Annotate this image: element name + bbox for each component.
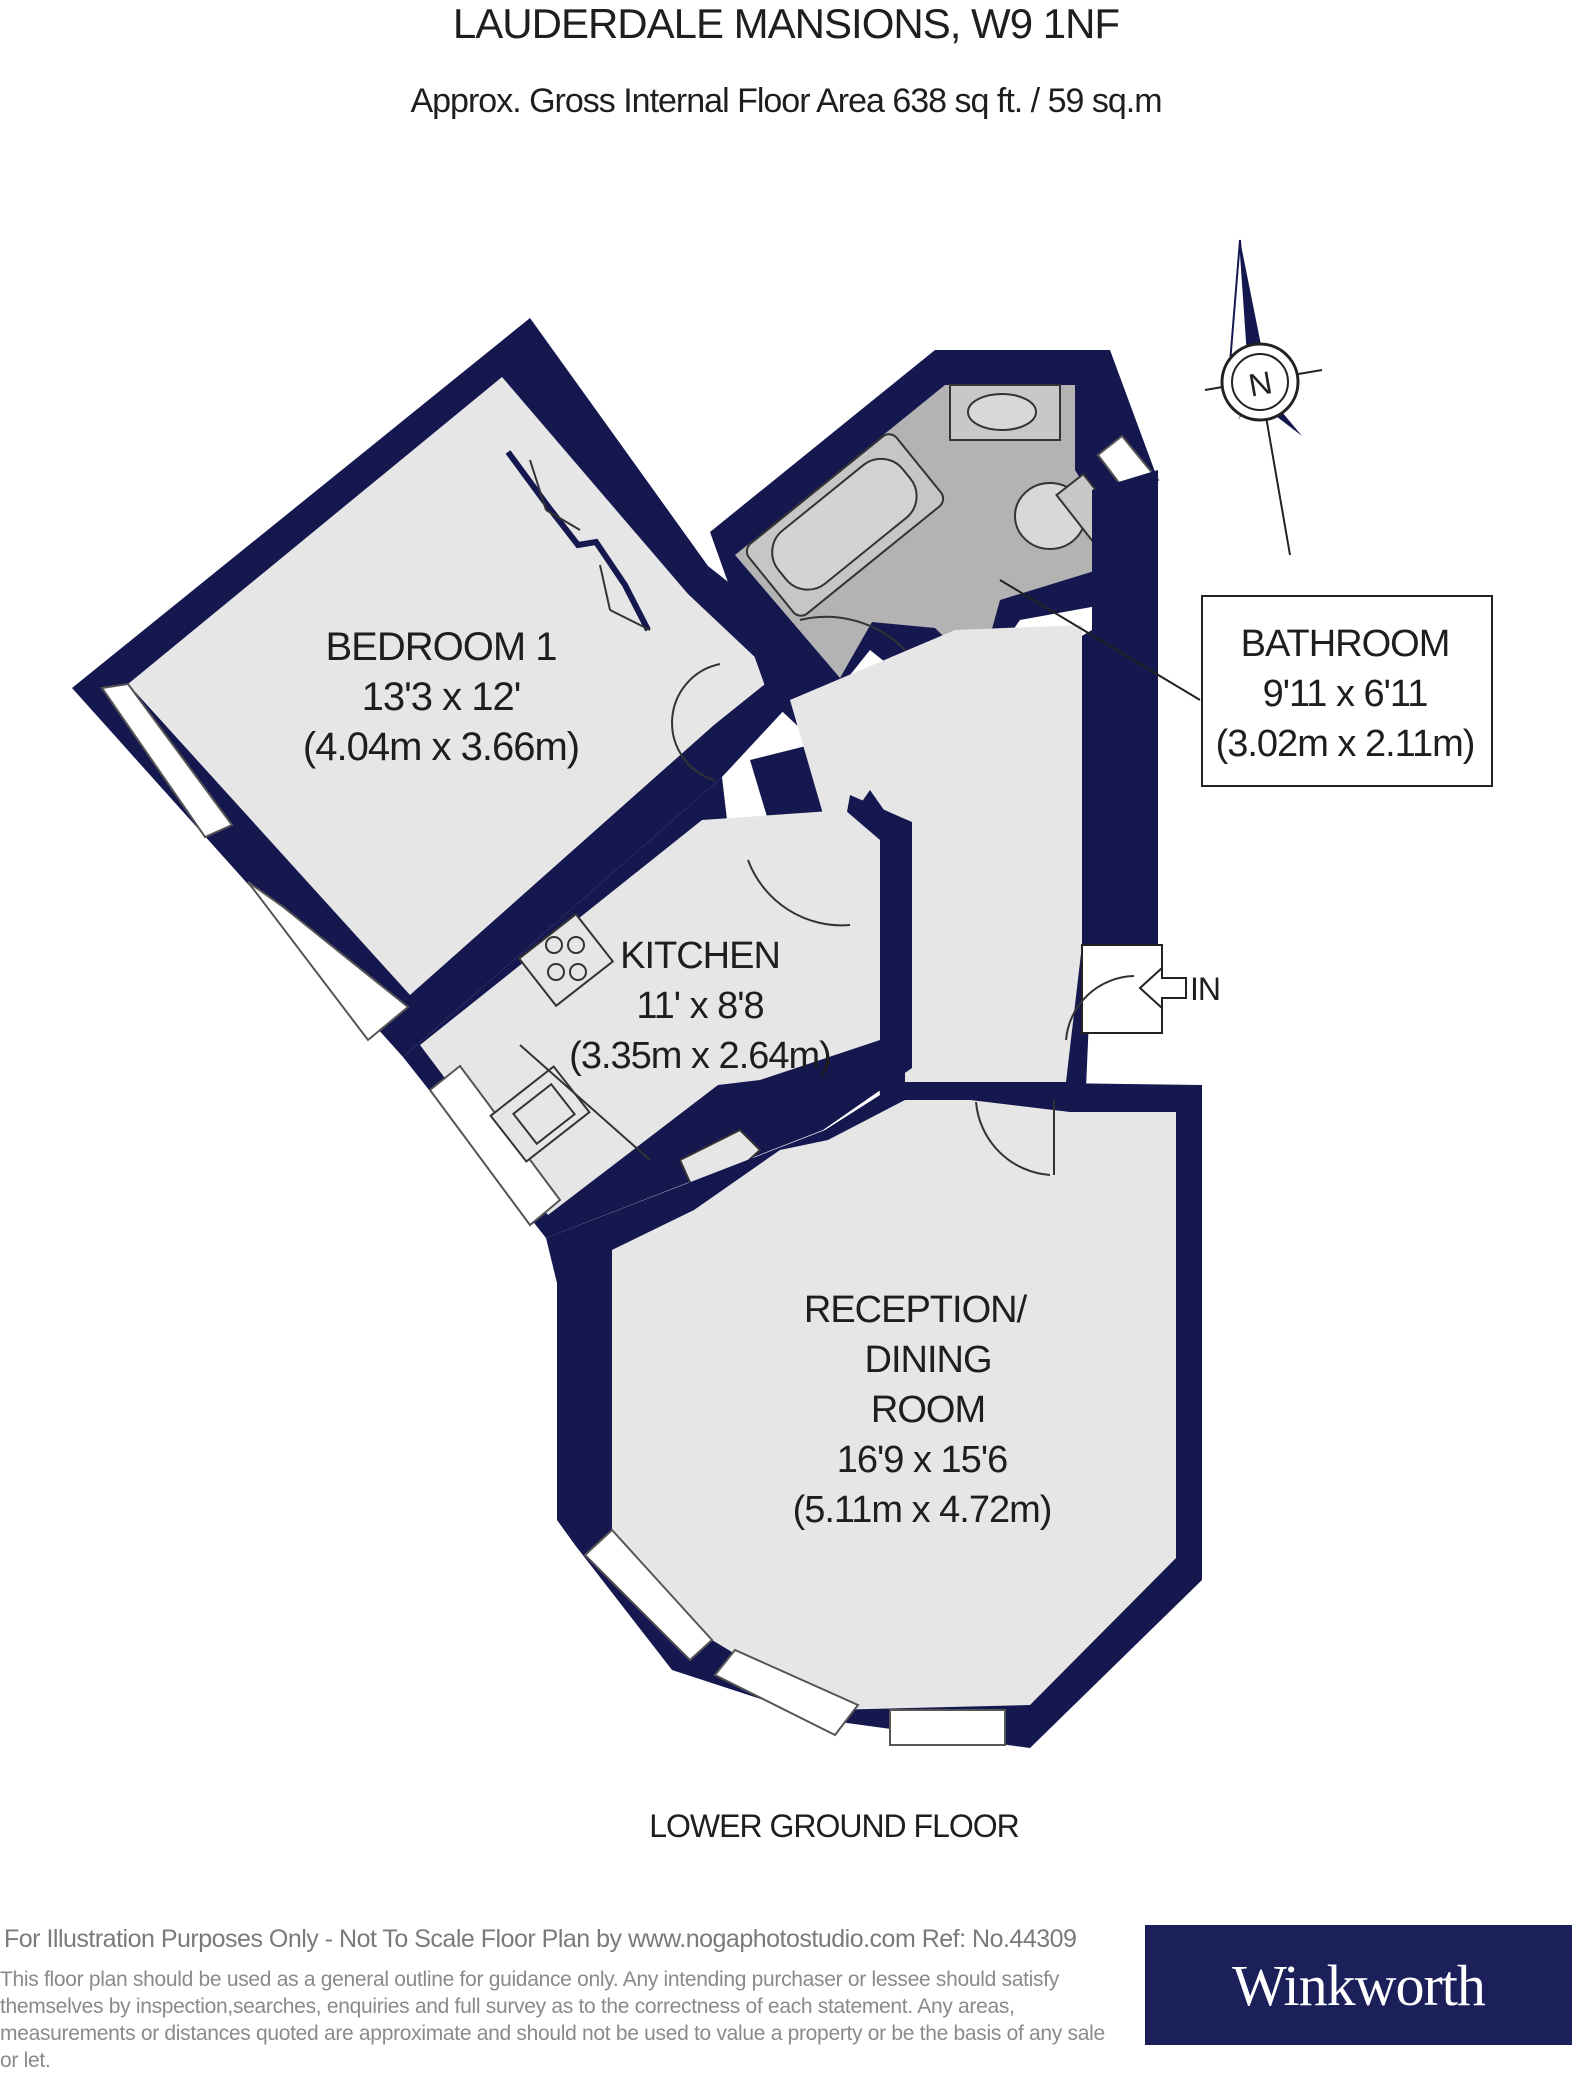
- brand-name: Winkworth: [1232, 1952, 1486, 2018]
- kitchen-label: KITCHEN 11' x 8'8 (3.35m x 2.64m): [569, 935, 832, 1077]
- footer-info: For Illustration Purposes Only - Not To …: [4, 1925, 1077, 1953]
- compass-icon: N: [1204, 239, 1323, 556]
- bathroom-size-metric: (3.02m x 2.11m): [1216, 723, 1475, 765]
- brand-logo: Winkworth: [1145, 1925, 1572, 2045]
- kitchen-name: KITCHEN: [620, 935, 780, 977]
- bathroom-name: BATHROOM: [1241, 623, 1450, 665]
- bathroom-label-box: [1201, 595, 1493, 787]
- kitchen-size-imperial: 11' x 8'8: [636, 985, 763, 1027]
- bedroom-name: BEDROOM 1: [325, 625, 556, 669]
- property-title: LAUDERDALE MANSIONS, W9 1NF: [452, 0, 1120, 47]
- entrance-label: IN: [1190, 971, 1220, 1007]
- bedroom-size-metric: (4.04m x 3.66m): [303, 725, 579, 769]
- bathroom-walls: [710, 350, 1160, 730]
- floor-area: Approx. Gross Internal Floor Area 638 sq…: [410, 82, 1162, 120]
- reception-name-line2: DINING: [865, 1339, 992, 1381]
- reception-name-line3: ROOM: [871, 1389, 985, 1431]
- floor-plan: BEDROOM 1 13'3 x 12' (4.04m x 3.66m) KIT…: [72, 239, 1493, 1748]
- reception-size-imperial: 16'9 x 15'6: [837, 1439, 1007, 1481]
- reception-name-line1: RECEPTION/: [804, 1289, 1028, 1331]
- bedroom-label: BEDROOM 1 13'3 x 12' (4.04m x 3.66m): [303, 625, 580, 769]
- bathroom-pointer-line: [999, 579, 1201, 701]
- bedroom-walls: [72, 318, 829, 1057]
- reception-walls: [546, 1082, 1202, 1748]
- reception-label: RECEPTION/ DINING ROOM 16'9 x 15'6 (5.11…: [793, 1289, 1053, 1531]
- bathroom-size-imperial: 9'11 x 6'11: [1263, 673, 1428, 715]
- bathroom-label: BATHROOM 9'11 x 6'11 (3.02m x 2.11m): [1201, 595, 1493, 787]
- reception-size-metric: (5.11m x 4.72m): [793, 1489, 1052, 1531]
- kitchen-size-metric: (3.35m x 2.64m): [569, 1035, 831, 1077]
- bedroom-size-imperial: 13'3 x 12': [362, 675, 521, 719]
- footer-disclaimer: This floor plan should be used as a gene…: [0, 1968, 1105, 2072]
- hallway: [750, 470, 1187, 1095]
- floor-label: LOWER GROUND FLOOR: [649, 1808, 1020, 1844]
